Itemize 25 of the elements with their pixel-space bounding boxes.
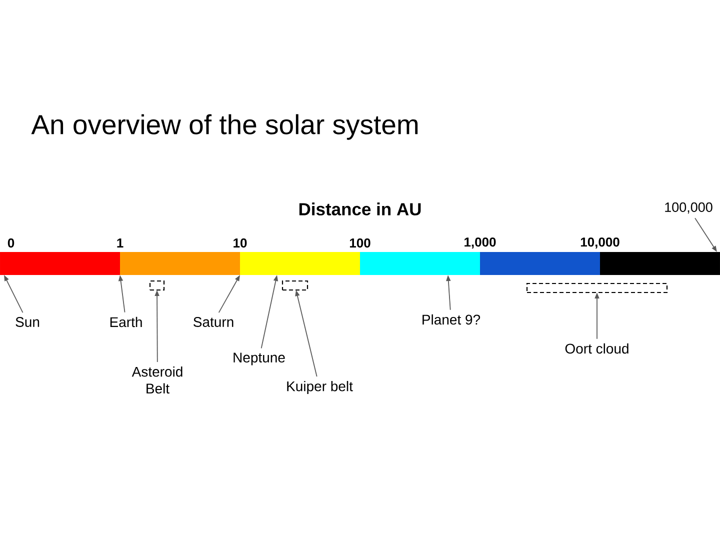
bar-segment [120,252,240,275]
bar-segment [600,252,720,275]
callout-label: 100,000 [665,202,712,214]
region-box [149,280,165,291]
region-box [526,282,668,294]
callout-label: Saturn [194,317,234,327]
callout-label: Oort cloud [565,343,628,354]
bar-segment [240,252,360,275]
callout-label: Earth [110,316,142,328]
callout-label: Neptune [234,352,285,366]
axis-title: Distance in AU [299,202,421,216]
tick-label: 10,000 [580,237,620,249]
tick-label: 10 [234,238,247,248]
callout-label: Sun [16,317,40,327]
bar-segment [0,252,120,275]
bar-segment [360,252,480,275]
callout-label: Asteroid Belt [132,366,182,394]
tick-label: 100 [350,238,370,248]
callout-label: Kuiper belt [287,380,353,394]
tick-label: 1 [117,238,124,248]
bar-segment [480,252,600,275]
title: An overview of the solar system [31,114,418,140]
region-box [282,280,308,291]
tick-label: 1,000 [464,237,496,249]
callout-label: Planet 9? [422,314,480,325]
